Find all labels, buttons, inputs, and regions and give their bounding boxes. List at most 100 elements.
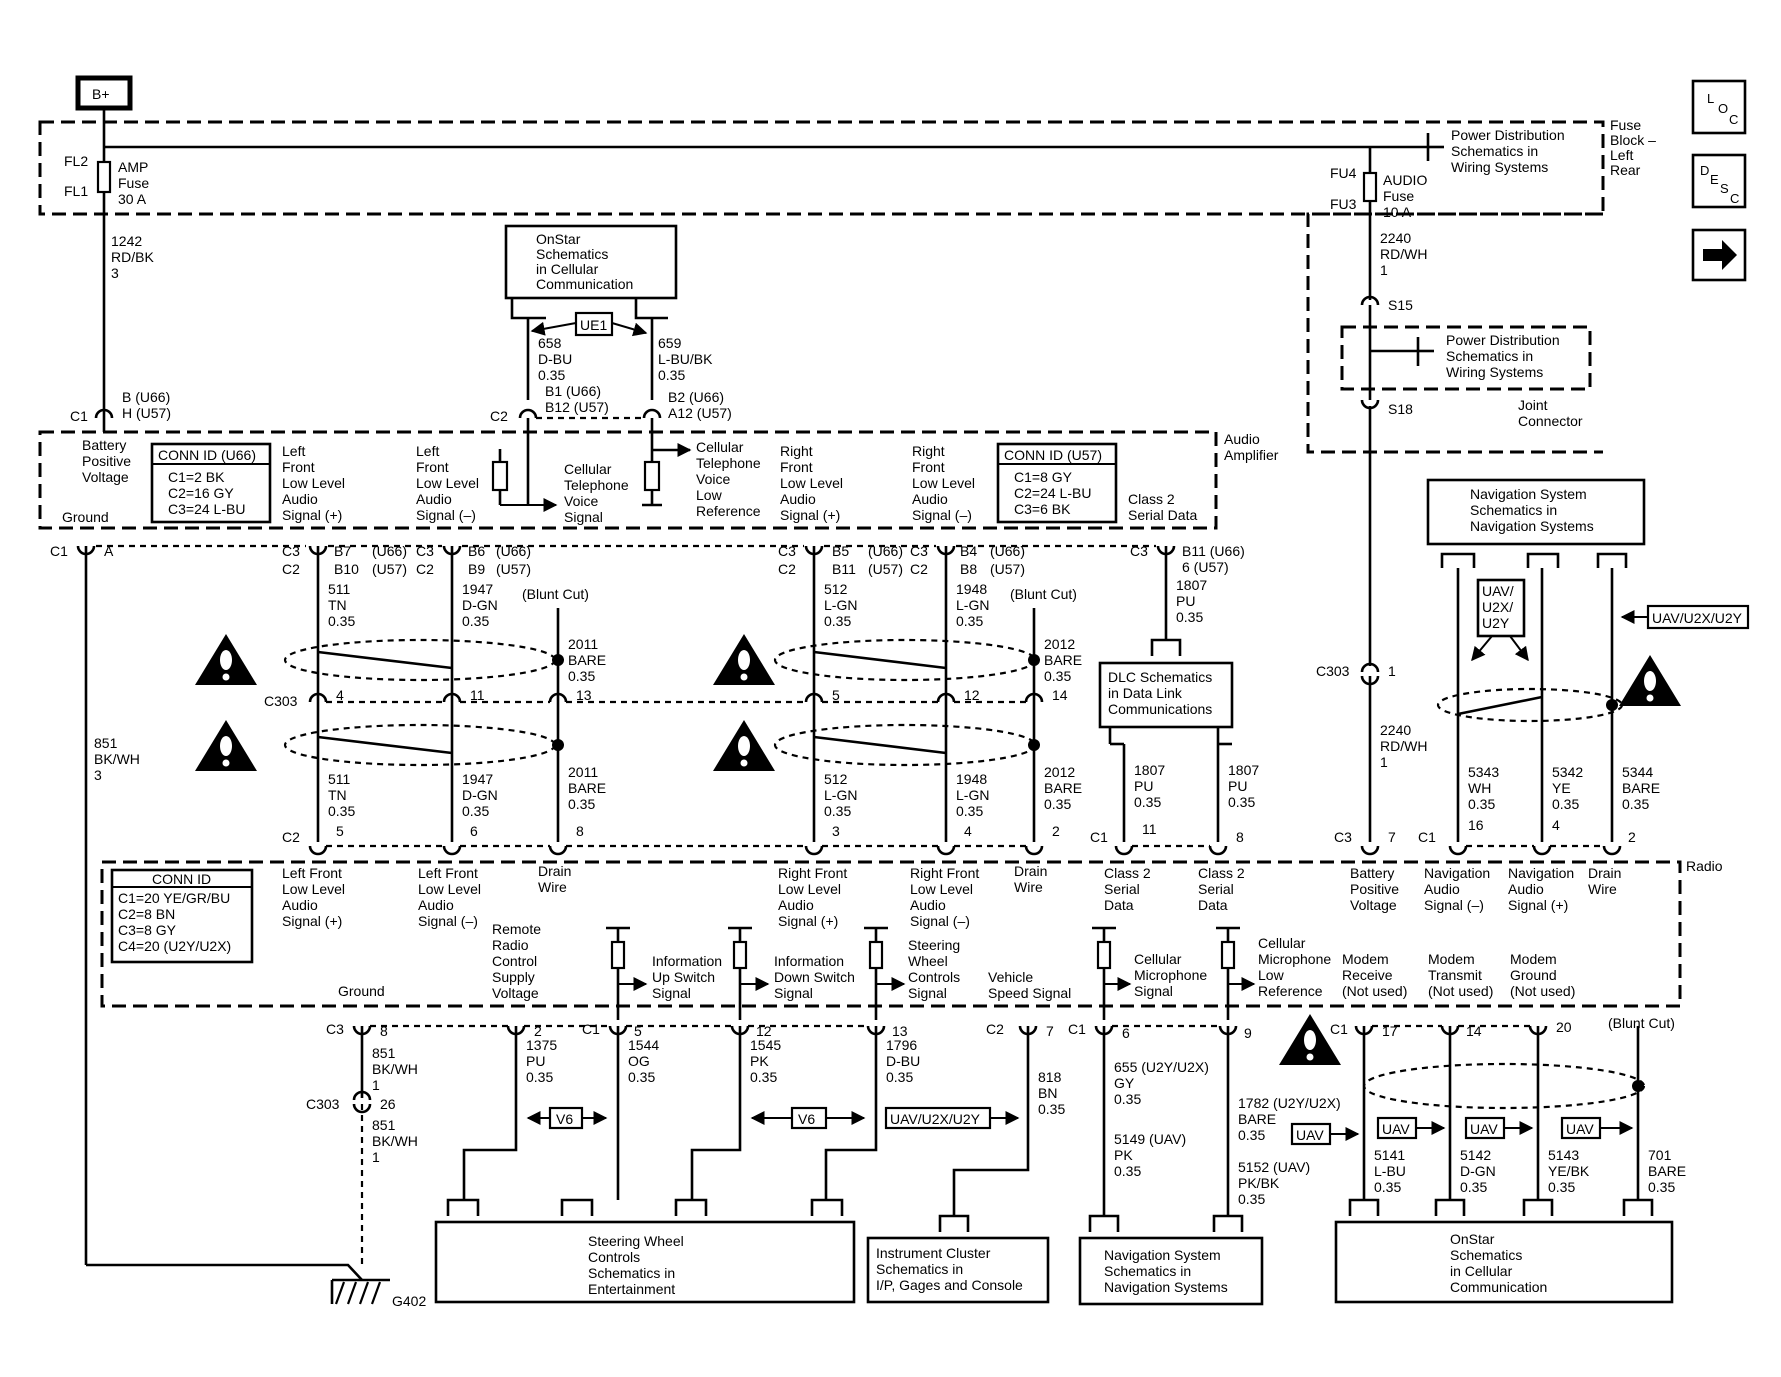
svg-text:GY: GY: [1114, 1075, 1135, 1091]
desc-button[interactable]: D E S C: [1691, 153, 1747, 209]
next-button[interactable]: [1691, 228, 1747, 282]
svg-text:Information: Information: [774, 953, 844, 969]
svg-text:30 A: 30 A: [118, 191, 147, 207]
svg-text:C2=16 GY: C2=16 GY: [168, 485, 234, 501]
svg-text:0.35: 0.35: [328, 613, 355, 629]
svg-text:U2X/: U2X/: [1482, 599, 1513, 615]
svg-text:UE1: UE1: [580, 317, 607, 333]
svg-text:511: 511: [328, 581, 351, 597]
svg-text:5152 (UAV): 5152 (UAV): [1238, 1159, 1310, 1175]
svg-text:0.35: 0.35: [568, 668, 595, 684]
svg-text:Right Front: Right Front: [778, 865, 847, 881]
svg-text:Audio: Audio: [1424, 881, 1460, 897]
svg-text:1242: 1242: [111, 233, 142, 249]
svg-text:PU: PU: [1176, 593, 1195, 609]
svg-text:851: 851: [372, 1117, 396, 1133]
svg-text:1: 1: [372, 1149, 380, 1165]
svg-text:C: C: [1729, 112, 1738, 127]
svg-text:B7: B7: [334, 543, 351, 559]
svg-text:1: 1: [1380, 754, 1388, 770]
amp-pin-b7: C3 B7 (U66) C2 B10 (U57): [282, 543, 407, 577]
svg-text:Positive: Positive: [82, 453, 131, 469]
svg-text:Cellular: Cellular: [1134, 951, 1182, 967]
right-arrow-icon: [1703, 240, 1737, 270]
svg-text:3: 3: [111, 265, 119, 281]
svg-text:C1: C1: [582, 1021, 600, 1037]
svg-text:Communication: Communication: [536, 276, 633, 292]
svg-text:C3: C3: [326, 1021, 344, 1037]
svg-text:PK: PK: [750, 1053, 769, 1069]
svg-text:1544: 1544: [628, 1037, 659, 1053]
svg-text:659: 659: [658, 335, 682, 351]
svg-text:Voice: Voice: [696, 471, 730, 487]
radio-internal-switches: [606, 926, 1256, 1020]
svg-text:8: 8: [576, 823, 584, 839]
svg-text:0.35: 0.35: [1552, 796, 1579, 812]
svg-text:B10: B10: [334, 561, 359, 577]
svg-text:C3=24 L-BU: C3=24 L-BU: [168, 501, 245, 517]
svg-text:1782 (U2Y/U2X): 1782 (U2Y/U2X): [1238, 1095, 1341, 1111]
uav-tags-modem: UAV UAV UAV UAV: [1290, 1116, 1634, 1146]
svg-text:C303: C303: [264, 693, 298, 709]
power-distribution-ref-top: Power Distribution Schematics in Wiring …: [1451, 127, 1565, 175]
svg-text:B9: B9: [468, 561, 485, 577]
svg-text:Signal: Signal: [564, 509, 603, 525]
svg-text:Left: Left: [282, 443, 305, 459]
svg-text:0.35: 0.35: [1134, 794, 1161, 810]
svg-text:Audio: Audio: [780, 491, 816, 507]
loc-button[interactable]: L O C: [1691, 79, 1747, 135]
svg-text:Radio: Radio: [1686, 858, 1723, 874]
svg-text:Microphone: Microphone: [1134, 967, 1207, 983]
svg-text:Cellular: Cellular: [564, 461, 612, 477]
svg-text:11: 11: [470, 687, 485, 703]
svg-text:Communications: Communications: [1108, 701, 1212, 717]
svg-text:1807: 1807: [1134, 762, 1165, 778]
audio-amplifier-border: [38, 430, 1218, 530]
svg-text:Voltage: Voltage: [492, 985, 539, 1001]
svg-text:Left Front: Left Front: [282, 865, 342, 881]
svg-text:Positive: Positive: [1350, 881, 1399, 897]
svg-text:Signal (+): Signal (+): [282, 913, 342, 929]
svg-text:FL2: FL2: [64, 153, 88, 169]
amp-pin-b5: C3 B5 (U66) C2 B11 (U57): [778, 543, 903, 577]
svg-text:0.35: 0.35: [1238, 1191, 1265, 1207]
svg-text:6: 6: [470, 823, 478, 839]
svg-text:0.35: 0.35: [1228, 794, 1255, 810]
svg-text:0.35: 0.35: [824, 613, 851, 629]
c303-right-connector: C303 1: [1316, 662, 1396, 686]
svg-text:Information: Information: [652, 953, 722, 969]
ground-icon: [330, 1278, 390, 1305]
svg-text:Right: Right: [912, 443, 945, 459]
svg-text:in Cellular: in Cellular: [536, 261, 599, 277]
svg-text:9: 9: [1244, 1025, 1252, 1041]
warning-icon: [713, 634, 775, 685]
svg-text:0.35: 0.35: [956, 613, 983, 629]
svg-text:13: 13: [576, 687, 592, 703]
svg-text:5141: 5141: [1374, 1147, 1405, 1163]
svg-text:Front: Front: [912, 459, 945, 475]
svg-text:FL1: FL1: [64, 183, 88, 199]
svg-text:Low Level: Low Level: [778, 881, 841, 897]
svg-text:C1=8 GY: C1=8 GY: [1014, 469, 1073, 485]
svg-text:0.35: 0.35: [628, 1069, 655, 1085]
svg-text:RD/BK: RD/BK: [111, 249, 154, 265]
svg-text:Remote: Remote: [492, 921, 541, 937]
svg-text:Fuse: Fuse: [1383, 188, 1414, 204]
svg-text:10 A: 10 A: [1383, 204, 1412, 220]
svg-text:G402: G402: [392, 1293, 426, 1309]
svg-text:Audio: Audio: [418, 897, 454, 913]
svg-text:818: 818: [1038, 1069, 1062, 1085]
svg-text:Speed Signal: Speed Signal: [988, 985, 1071, 1001]
amp-pin-b4: C3 B4 (U66) C2 B8 (U57): [910, 543, 1025, 577]
svg-text:851: 851: [94, 735, 118, 751]
svg-text:Up Switch: Up Switch: [652, 969, 715, 985]
warning-icon: [195, 720, 257, 771]
svg-text:Telephone: Telephone: [696, 455, 761, 471]
svg-text:V6: V6: [798, 1111, 815, 1127]
svg-text:L: L: [1707, 91, 1714, 106]
svg-text:Supply: Supply: [492, 969, 535, 985]
amp-pin-b11: C3 B11 (U66) 6 (U57): [1130, 543, 1245, 575]
fuse-block-label-3: Left: [1610, 147, 1633, 163]
svg-text:C303: C303: [1316, 663, 1350, 679]
svg-text:BARE: BARE: [1044, 780, 1082, 796]
